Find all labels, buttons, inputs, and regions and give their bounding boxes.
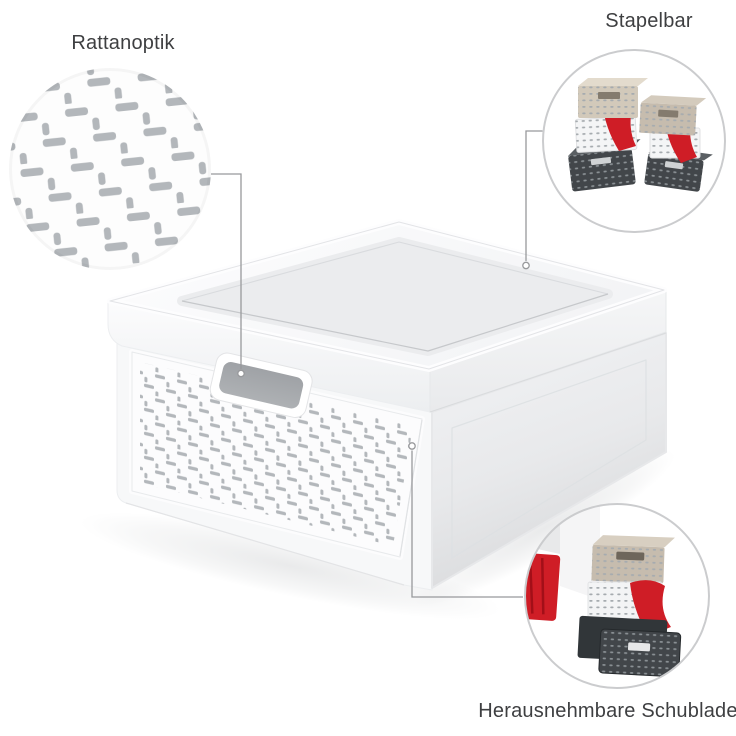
background-panel (560, 504, 600, 600)
red-cloth (604, 111, 636, 151)
drawer-front (129, 349, 425, 560)
red-drawer (525, 553, 561, 621)
leader-anchor-dot (237, 369, 245, 378)
leader-line-rattan (211, 173, 242, 369)
lid-front-band (107, 301, 431, 413)
mini-box-taupe (591, 535, 675, 584)
removable-drawer-label: Herausnehmbare Schublade (478, 700, 736, 722)
stackable-detail-circle (542, 49, 726, 233)
leader-line-stackable (525, 130, 543, 261)
mini-box-taupe (639, 95, 707, 136)
mini-box-dark-open (577, 615, 682, 678)
leader-anchor-dot (408, 442, 416, 450)
rattan-detail-circle (9, 68, 211, 270)
box-shadow (79, 512, 501, 620)
rattan-label: Rattanoptik (71, 32, 175, 54)
box-shadow-right (414, 449, 676, 607)
leader-anchor-dot (522, 261, 530, 270)
removable-drawer-detail-circle (524, 503, 710, 689)
leader-lines (211, 130, 543, 598)
leader-line-removable-drawer (411, 450, 523, 598)
red-cloth (666, 126, 697, 163)
stackable-label: Stapelbar (605, 10, 693, 32)
mini-box-beige (578, 78, 648, 118)
